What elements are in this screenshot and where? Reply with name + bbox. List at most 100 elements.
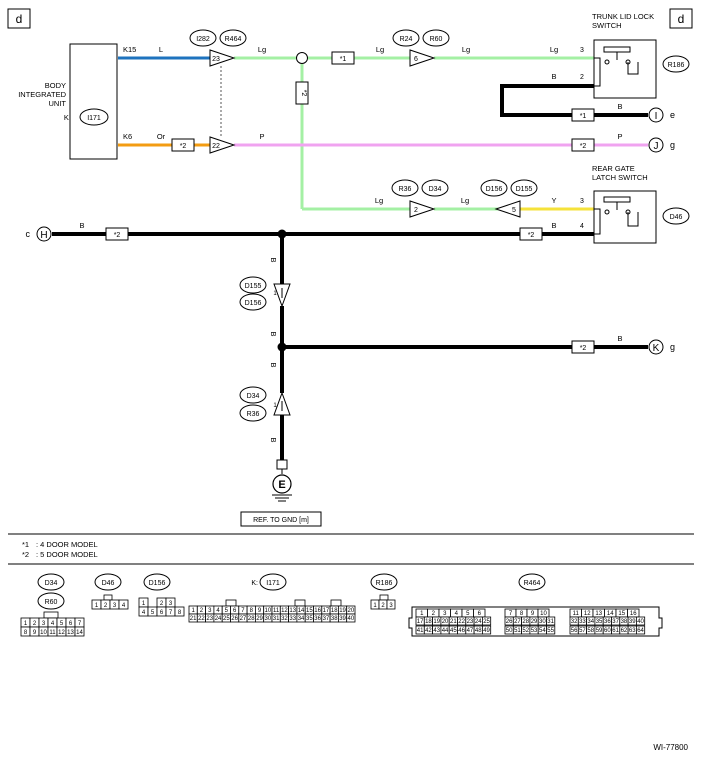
r464-b0-row1-pin: 23 (467, 619, 474, 625)
r464-b0-top-pin: 4 (455, 611, 459, 617)
drawing-code: WI-77800 (653, 743, 688, 752)
i171-pin: 5 (225, 608, 229, 614)
rear-switch-actuator (603, 196, 631, 203)
r464-b2-row1-pin: 36 (604, 619, 611, 625)
i171-pin: 6 (233, 608, 237, 614)
r464-b0-row2-pin: 42 (425, 628, 432, 634)
wire-label-b-k: B (617, 334, 622, 343)
r464-b2-top-pin: 12 (584, 611, 591, 617)
wire-label-b-vert-1: B (269, 257, 278, 262)
oval-i171 (79, 108, 109, 126)
r464-b1-row2-pin: 52 (522, 628, 529, 634)
pin-6: 6 (414, 56, 418, 63)
r464-b1-row1-pin: 26 (506, 619, 513, 625)
body-unit-label-line3: UNIT (49, 99, 67, 108)
r464-b2-row2-pin: 59 (596, 628, 603, 634)
oval-d34-vertical (239, 386, 267, 404)
i171-pin: 12 (281, 608, 288, 614)
i171-pin: 15 (306, 608, 313, 614)
r464-b2-row1-cell (636, 616, 646, 626)
r464-b0-top-pin: 5 (466, 611, 470, 617)
terminal-circle-h (36, 226, 52, 242)
pin-4-rear: 4 (580, 223, 584, 230)
i171-pin: 22 (198, 616, 205, 622)
r464-b2-top-pin: 13 (595, 611, 602, 617)
terminal-suffix-e: e (670, 110, 675, 120)
legend-mark-2: *2 (22, 550, 29, 559)
note-star2-pink: *2 (580, 143, 587, 150)
wire-label-b-main-1: B (79, 221, 84, 230)
d156-bottom-pin: 8 (178, 610, 182, 616)
r186-pin: 3 (389, 603, 393, 609)
r464-b1-row2-pin: 53 (531, 628, 538, 634)
body-unit-label-line2: INTEGRATED (18, 90, 66, 99)
view-label-d46: D46 (102, 580, 115, 587)
splice-point-top (296, 52, 308, 64)
ground-ref-box (240, 511, 322, 527)
body-unit-connector-prefix: K: (64, 113, 71, 122)
d156-bottom-cell (174, 606, 185, 617)
view-label-i171: I171 (266, 580, 280, 587)
terminal-k: K (653, 343, 660, 354)
oval-d155 (510, 179, 538, 197)
label-i282: I282 (196, 36, 210, 43)
d34-pin: 1 (24, 621, 28, 627)
ground-connector-square (276, 459, 288, 470)
wire-label-l: L (159, 45, 163, 54)
i171-pin: 31 (273, 616, 280, 622)
note-star2-left: *2 (114, 232, 121, 239)
i171-tab-b-cell (294, 599, 306, 607)
corner-mark-right: d (678, 12, 685, 26)
wire-label-lg-4: Lg (550, 45, 558, 54)
terminal-j: J (654, 141, 659, 152)
i171-pin: 9 (258, 608, 262, 614)
r464-b2-row1-pin: 32 (571, 619, 578, 625)
r464-b1-row1-pin: 30 (539, 619, 546, 625)
r464-b1-top-pin: 7 (509, 611, 513, 617)
pin-1-d155: 1 (273, 291, 277, 297)
d34-tab-cell (43, 611, 59, 619)
terminal-h: H (40, 230, 47, 241)
r464-b2-row2-pin: 63 (629, 628, 636, 634)
wire-label-p-1: P (259, 132, 264, 141)
r464-b0-row1-pin: 24 (475, 619, 482, 625)
i171-pin: 2 (200, 608, 204, 614)
oval-r60 (422, 29, 450, 47)
view-label-d34: D34 (45, 580, 58, 587)
r186-tab-cell (379, 594, 389, 601)
r464-b0-row2-pin: 45 (450, 628, 457, 634)
r464-b0-row1-pin: 18 (425, 619, 432, 625)
r464-b1-row1-pin: 28 (522, 619, 529, 625)
i171-pin: 30 (265, 616, 272, 622)
wire-label-b-vert-3: B (269, 362, 278, 367)
terminal-prefix-c: c (26, 229, 31, 239)
label-r464: R464 (225, 36, 242, 43)
view-oval-i171 (259, 573, 287, 591)
i171-pin: 23 (206, 616, 213, 622)
i171-pin: 18 (331, 608, 338, 614)
r464-b2-top-pin: 15 (618, 611, 625, 617)
oval-d155-vertical (239, 276, 267, 294)
pin-3-rear: 3 (580, 198, 584, 205)
r464-b0-row2-pin: 47 (467, 628, 474, 634)
i171-pin: 34 (298, 616, 305, 622)
note-star2-vertical: *2 (300, 90, 307, 97)
connector-arrow-23 (209, 49, 236, 67)
trunk-switch-label-line2: SWITCH (592, 21, 622, 30)
junction-dot-branch (277, 342, 287, 352)
r464-b1-row1-cell (546, 616, 556, 626)
label-d34: D34 (429, 186, 442, 193)
r464-b1-row1-pin: 31 (547, 619, 554, 625)
corner-mark-right-box (669, 8, 693, 29)
r464-b1-top-pin: 10 (540, 611, 547, 617)
d46-pin: 3 (113, 603, 117, 609)
r464-b0-row1-pin: 25 (483, 619, 490, 625)
terminal-circle-j (648, 137, 664, 153)
view-oval-d46 (94, 573, 122, 591)
oval-r36 (391, 179, 419, 197)
trunk-switch-contact-a (604, 59, 610, 65)
i171-pin: 7 (241, 608, 245, 614)
note-box-star2-left (105, 227, 129, 241)
trunk-switch-actuator (603, 46, 631, 53)
view-label-r186: R186 (376, 580, 393, 587)
